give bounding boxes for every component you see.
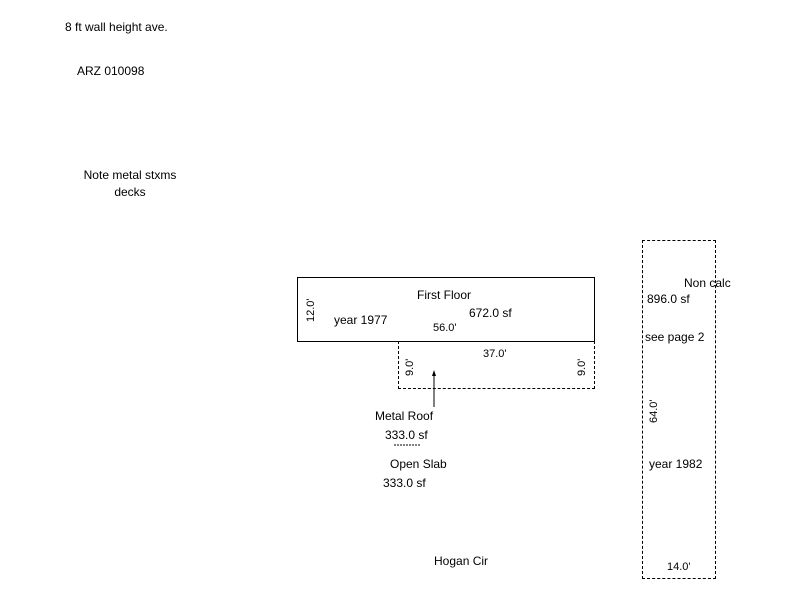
non-calc-outline xyxy=(642,240,716,579)
parcel-id: ARZ 010098 xyxy=(77,64,145,78)
note-line-2: decks xyxy=(114,185,146,199)
first-floor-width: 56.0' xyxy=(433,322,457,334)
non-calc-length: 64.0' xyxy=(648,399,660,423)
note-line-1: Note metal stxms xyxy=(83,168,177,182)
open-slab-area: 333.0 sf xyxy=(383,476,426,490)
wall-height-note: 8 ft wall height ave. xyxy=(65,20,168,34)
first-floor-year: year 1977 xyxy=(334,313,388,327)
non-calc-year: year 1982 xyxy=(649,457,703,471)
metal-structures-note: Note metal stxms decks xyxy=(80,168,180,199)
see-page-note: see page 2 xyxy=(645,330,705,344)
non-calc-width: 14.0' xyxy=(667,561,691,573)
non-calc-label: Non calc xyxy=(684,276,731,290)
street-name: Hogan Cir xyxy=(434,554,489,568)
metal-roof-area: 333.0 sf xyxy=(385,428,428,442)
metal-roof-width: 37.0' xyxy=(483,348,507,360)
metal-roof-label: Metal Roof xyxy=(375,409,434,423)
first-floor-area: 672.0 sf xyxy=(469,306,512,320)
first-floor-title: First Floor xyxy=(417,288,471,302)
non-calc-area: 896.0 sf xyxy=(647,292,690,306)
metal-roof-outline xyxy=(398,341,595,389)
open-slab-label: Open Slab xyxy=(390,457,447,471)
